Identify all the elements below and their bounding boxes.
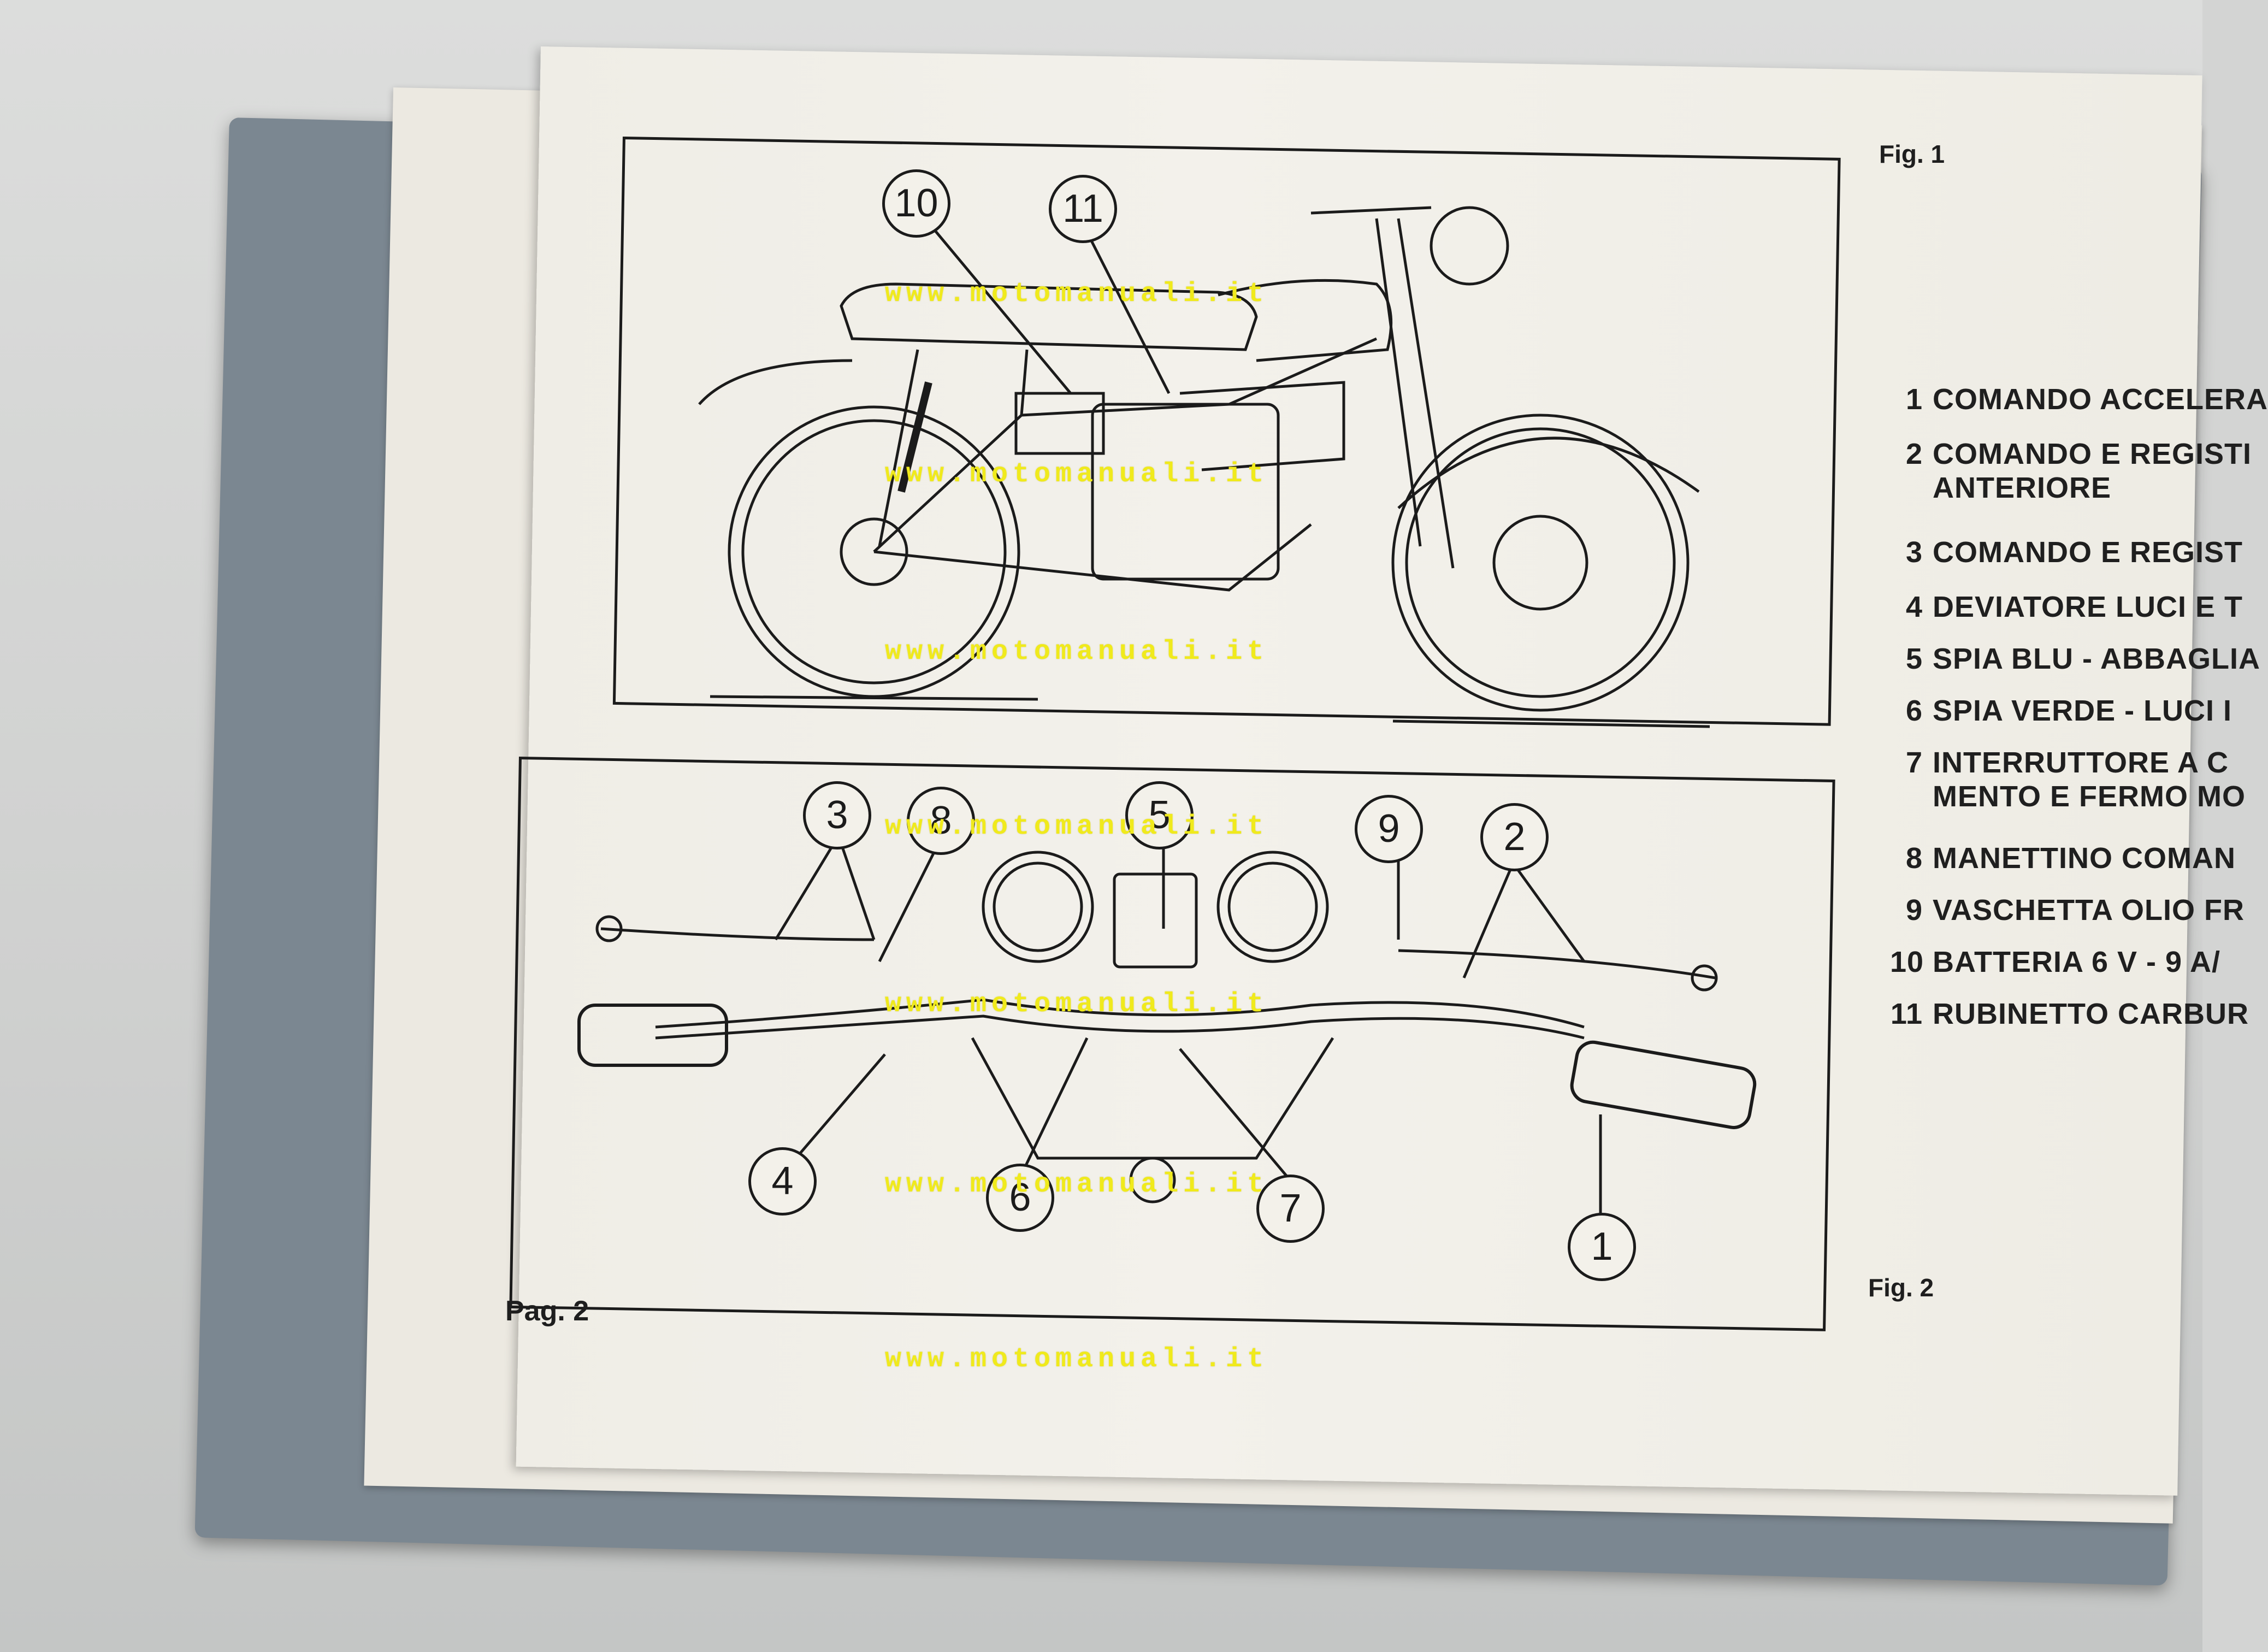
callout-1: 1 <box>1568 1213 1636 1281</box>
callout-6: 6 <box>986 1164 1054 1232</box>
figure-2-label: Fig. 2 <box>1868 1273 1934 1302</box>
watermark: www.motomanuali.it <box>885 459 1269 490</box>
callout-8: 8 <box>907 787 975 855</box>
figure-1-label: Fig. 1 <box>1879 140 1945 168</box>
callout-10: 10 <box>882 169 950 238</box>
callout-2: 2 <box>1480 803 1549 871</box>
callout-5: 5 <box>1125 781 1194 849</box>
motorcycle-drawing <box>698 206 1710 728</box>
watermark: www.motomanuali.it <box>885 1344 1269 1375</box>
watermark: www.motomanuali.it <box>885 636 1269 668</box>
callout-4: 4 <box>748 1147 817 1216</box>
watermark: www.motomanuali.it <box>885 811 1269 842</box>
callout-11: 11 <box>1049 175 1117 243</box>
callout-9: 9 <box>1355 795 1423 863</box>
callout-7: 7 <box>1256 1175 1325 1243</box>
callout-3: 3 <box>803 781 871 849</box>
handlebar-drawing <box>577 835 1757 1218</box>
page-number: Pag. 2 <box>505 1295 589 1327</box>
watermark: www.motomanuali.it <box>885 989 1269 1020</box>
watermark: www.motomanuali.it <box>885 1169 1269 1200</box>
watermark: www.motomanuali.it <box>885 279 1269 310</box>
